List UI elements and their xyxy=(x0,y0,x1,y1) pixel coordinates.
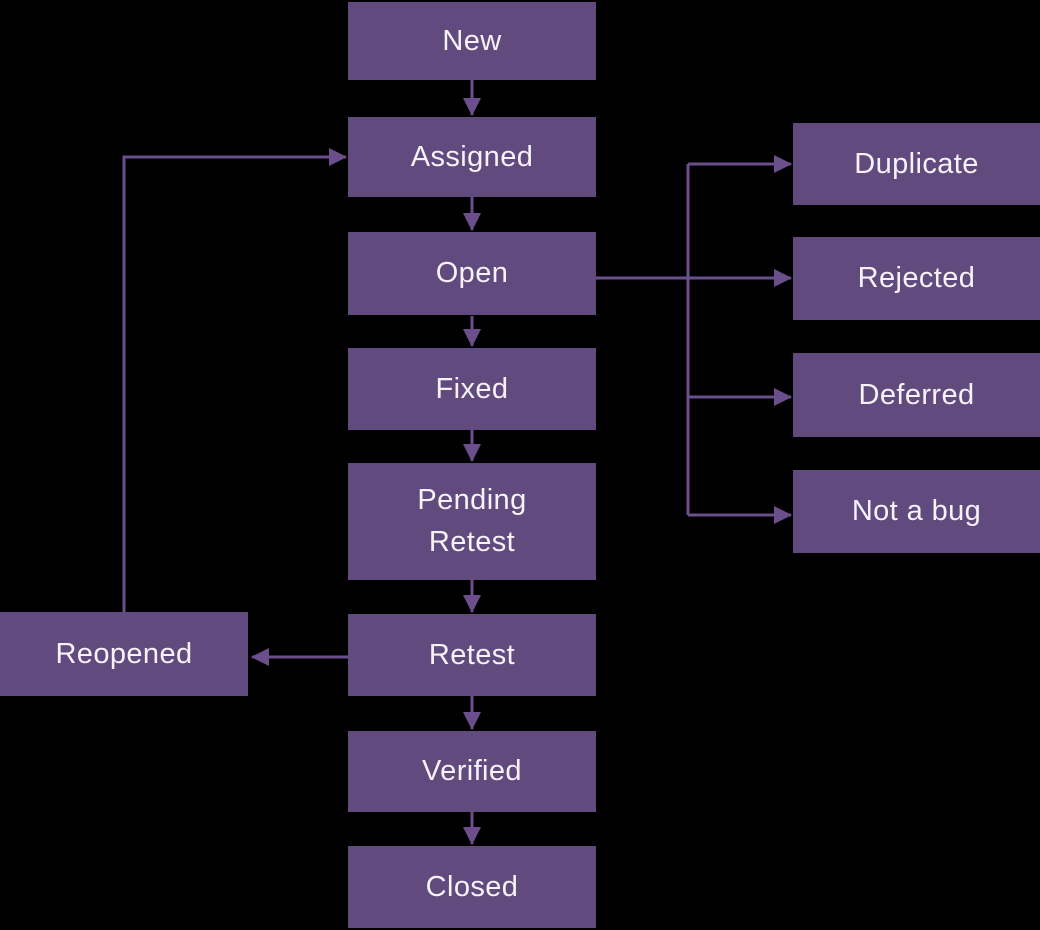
node-open-label: Open xyxy=(435,257,509,289)
node-fixed: Fixed xyxy=(348,348,596,430)
node-pending-retest: Pending Retest xyxy=(348,463,596,580)
node-rejected-label: Rejected xyxy=(857,262,976,294)
node-reopened-label: Reopened xyxy=(55,637,193,670)
node-closed-label: Closed xyxy=(425,870,519,903)
node-new-label: New xyxy=(442,24,502,57)
node-rejected: Rejected xyxy=(793,237,1040,320)
node-assigned: Assigned xyxy=(348,117,596,197)
node-closed: Closed xyxy=(348,846,596,928)
node-not-a-bug-label: Not a bug xyxy=(851,495,982,527)
node-new: New xyxy=(348,2,596,80)
node-retest: Retest xyxy=(348,614,596,696)
node-duplicate-label: Duplicate xyxy=(854,147,979,180)
node-fixed-label: Fixed xyxy=(435,372,509,405)
node-reopened: Reopened xyxy=(0,612,248,696)
edge-reopened-assigned xyxy=(122,148,347,612)
node-verified-label: Verified xyxy=(422,755,522,787)
node-assigned-label: Assigned xyxy=(410,140,534,173)
node-retest-label: Retest xyxy=(428,638,516,671)
node-pending-retest-label: Pending Retest xyxy=(417,484,527,558)
node-duplicate: Duplicate xyxy=(793,123,1040,205)
node-deferred: Deferred xyxy=(793,353,1040,437)
node-not-a-bug: Not a bug xyxy=(793,470,1040,553)
node-deferred-label: Deferred xyxy=(858,378,975,411)
node-open: Open xyxy=(348,232,596,315)
node-verified: Verified xyxy=(348,731,596,812)
